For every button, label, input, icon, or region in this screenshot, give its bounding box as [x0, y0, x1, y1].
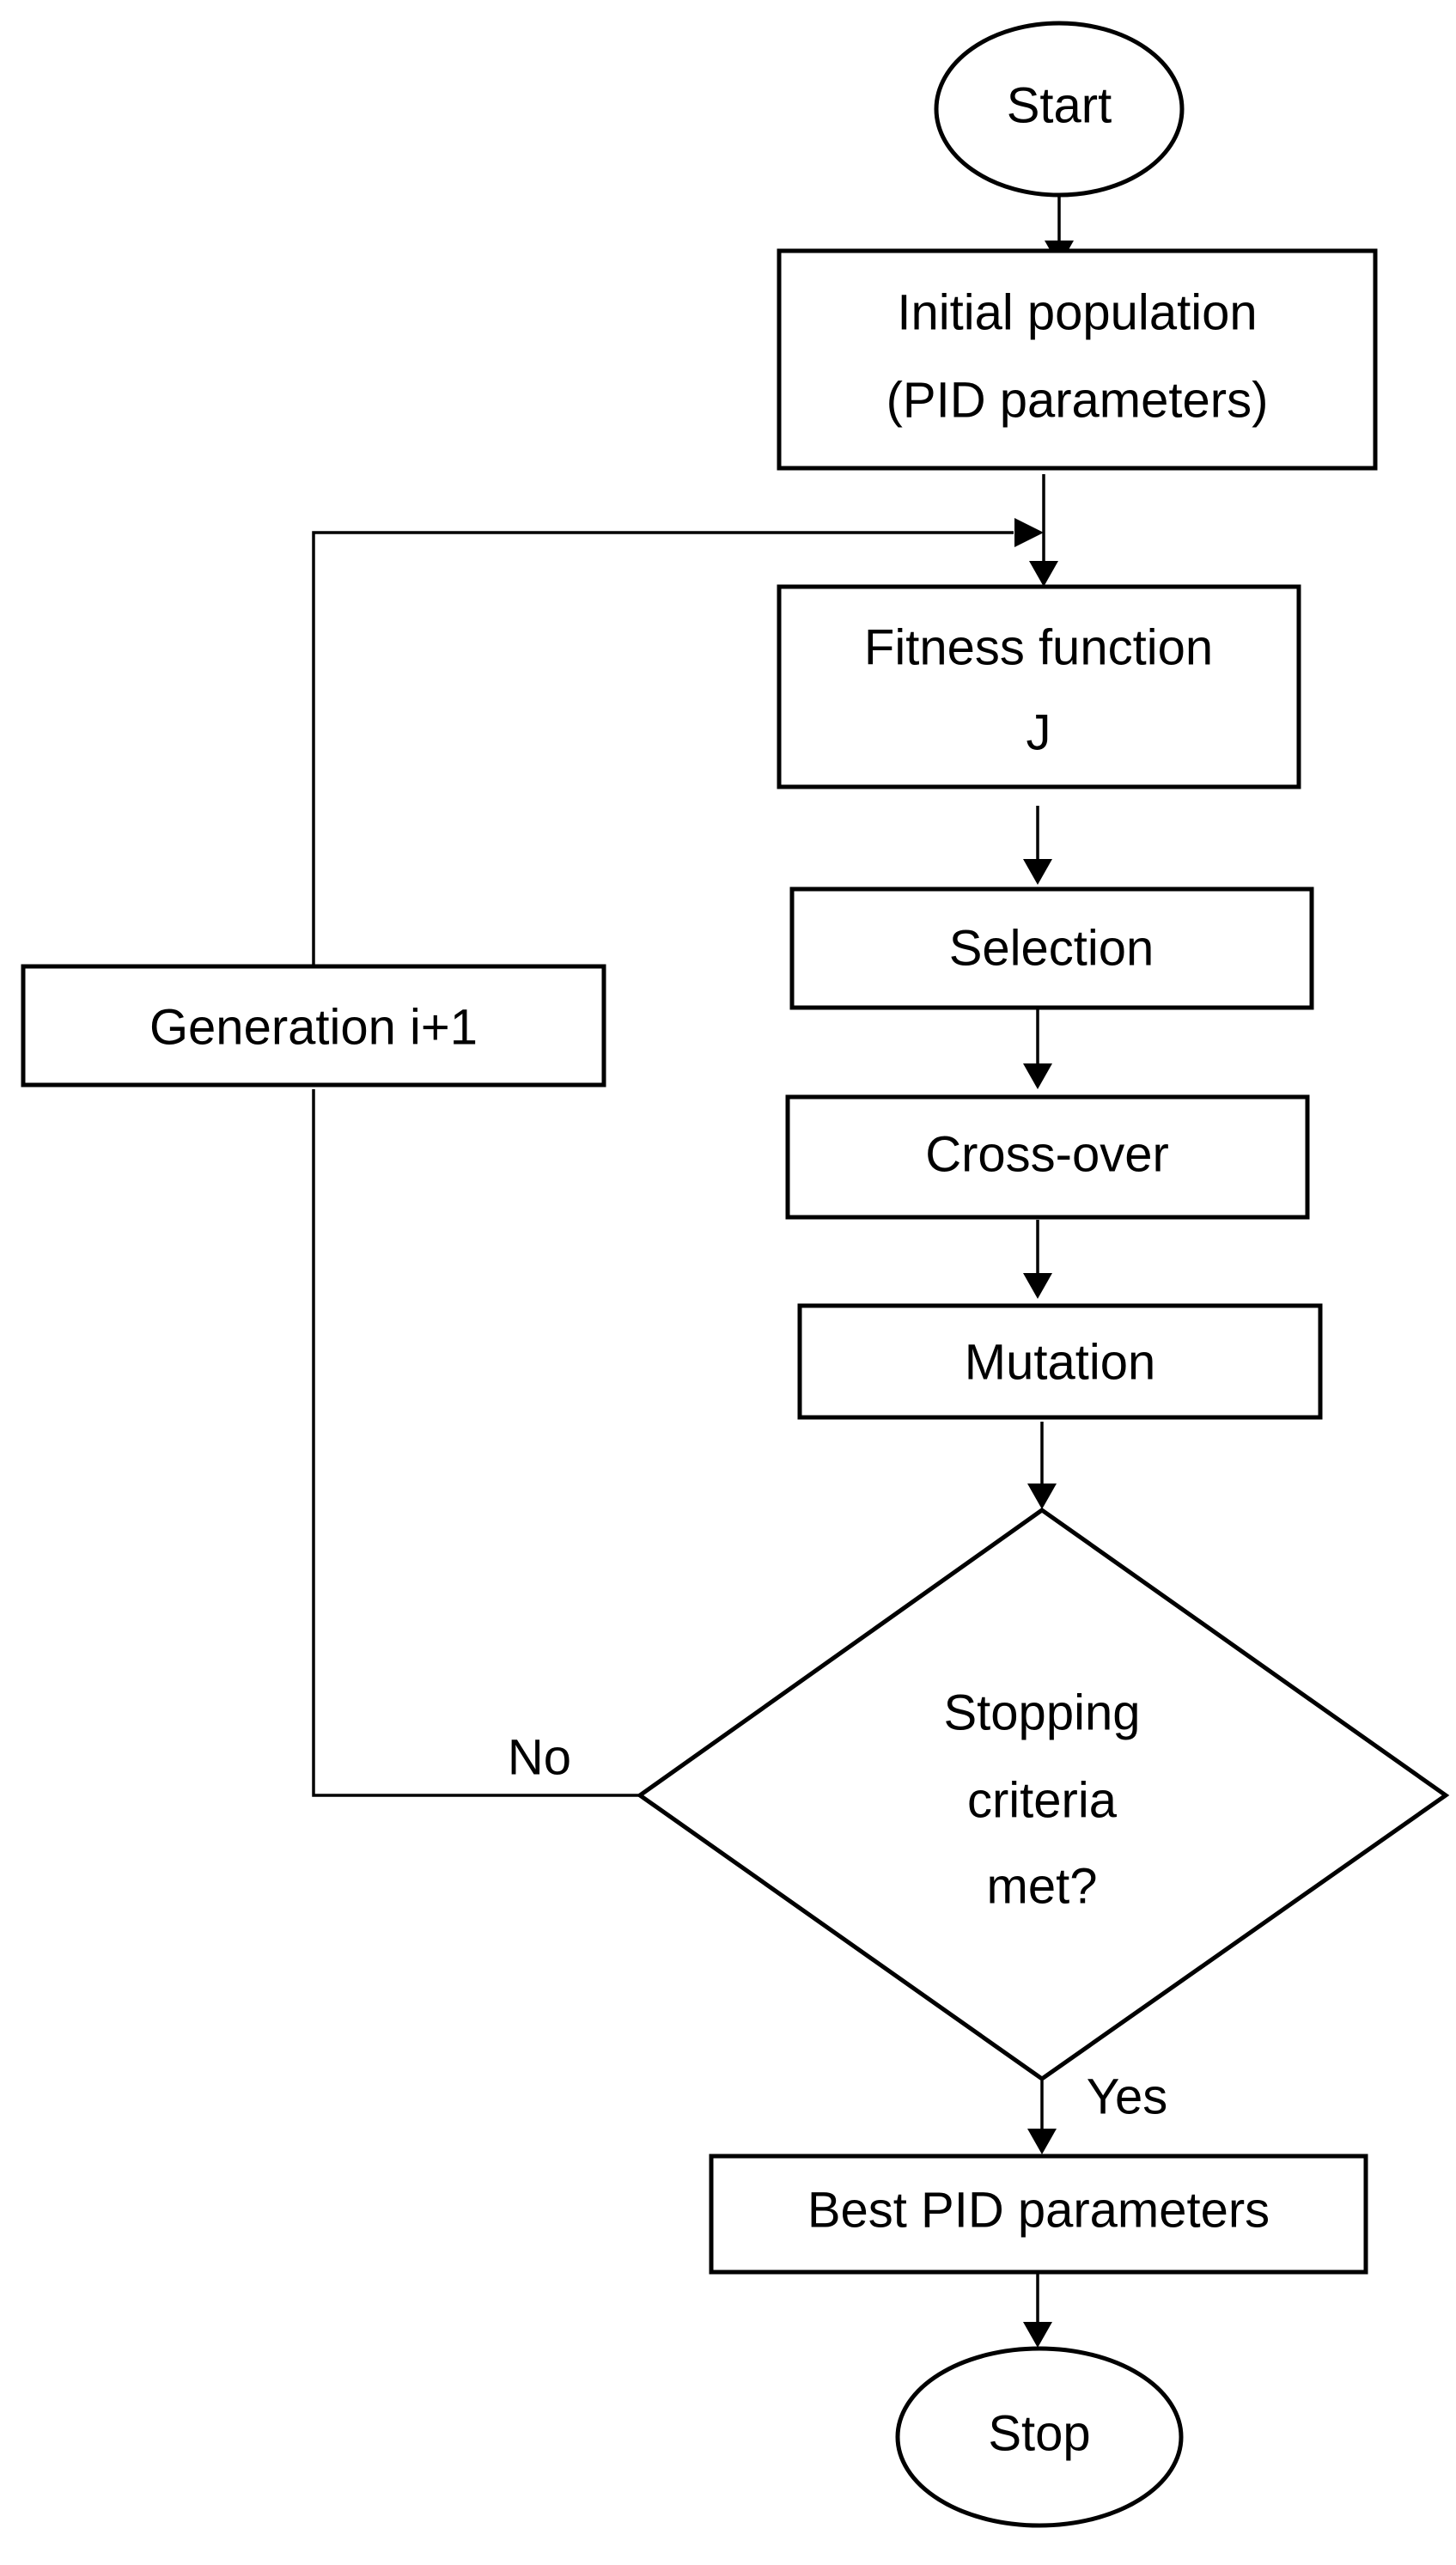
mutation-box — [797, 1303, 1323, 1420]
stop-terminal — [895, 2346, 1184, 2528]
best-pid-parameters-box — [709, 2154, 1368, 2275]
arrowhead-to-fitness — [1029, 561, 1058, 587]
decision-label-line1: Stopping — [944, 1685, 1141, 1740]
selection-label: Selection — [949, 920, 1154, 976]
nodes — [21, 21, 1450, 2528]
start-label: Start — [1007, 77, 1112, 133]
arrowhead-to-best — [1027, 2129, 1057, 2154]
arrowhead-loop-back — [1014, 518, 1044, 547]
crossover-label: Cross-over — [925, 1126, 1169, 1182]
stopping-criteria-decision — [636, 1507, 1450, 2082]
arrowhead-to-selection — [1023, 859, 1052, 885]
labels: Start Initial population (PID parameters… — [149, 77, 1270, 2461]
generation-box — [21, 964, 606, 1088]
arrowhead-to-crossover — [1023, 1063, 1052, 1089]
mutation-label: Mutation — [965, 1334, 1155, 1390]
fitness-function-box — [777, 584, 1301, 789]
generation-label: Generation i+1 — [149, 999, 478, 1055]
best-pid-parameters-label: Best PID parameters — [807, 2182, 1270, 2238]
arrowhead-to-stop — [1023, 2322, 1052, 2348]
selection-box — [789, 886, 1314, 1010]
stop-label: Stop — [988, 2405, 1090, 2461]
connector-generation-loop — [312, 531, 1014, 965]
initial-population-label-line1: Initial population — [897, 284, 1257, 340]
initial-population-label-line2: (PID parameters) — [886, 372, 1269, 428]
yes-edge-label: Yes — [1087, 2068, 1168, 2124]
fitness-function-label-line1: Fitness function — [864, 619, 1213, 675]
initial-population-box — [777, 248, 1378, 471]
fitness-function-label-line2: J — [1027, 704, 1051, 760]
arrowhead-to-decision — [1027, 1484, 1057, 1509]
crossover-box — [785, 1094, 1310, 1220]
arrowhead-to-mutation — [1023, 1273, 1052, 1299]
decision-label-line2: criteria — [967, 1772, 1118, 1828]
connectors — [312, 196, 1061, 2324]
connector-no-loop — [312, 1089, 640, 1797]
decision-label-line3: met? — [987, 1858, 1098, 1914]
start-terminal — [934, 21, 1185, 198]
no-edge-label: No — [508, 1729, 571, 1785]
